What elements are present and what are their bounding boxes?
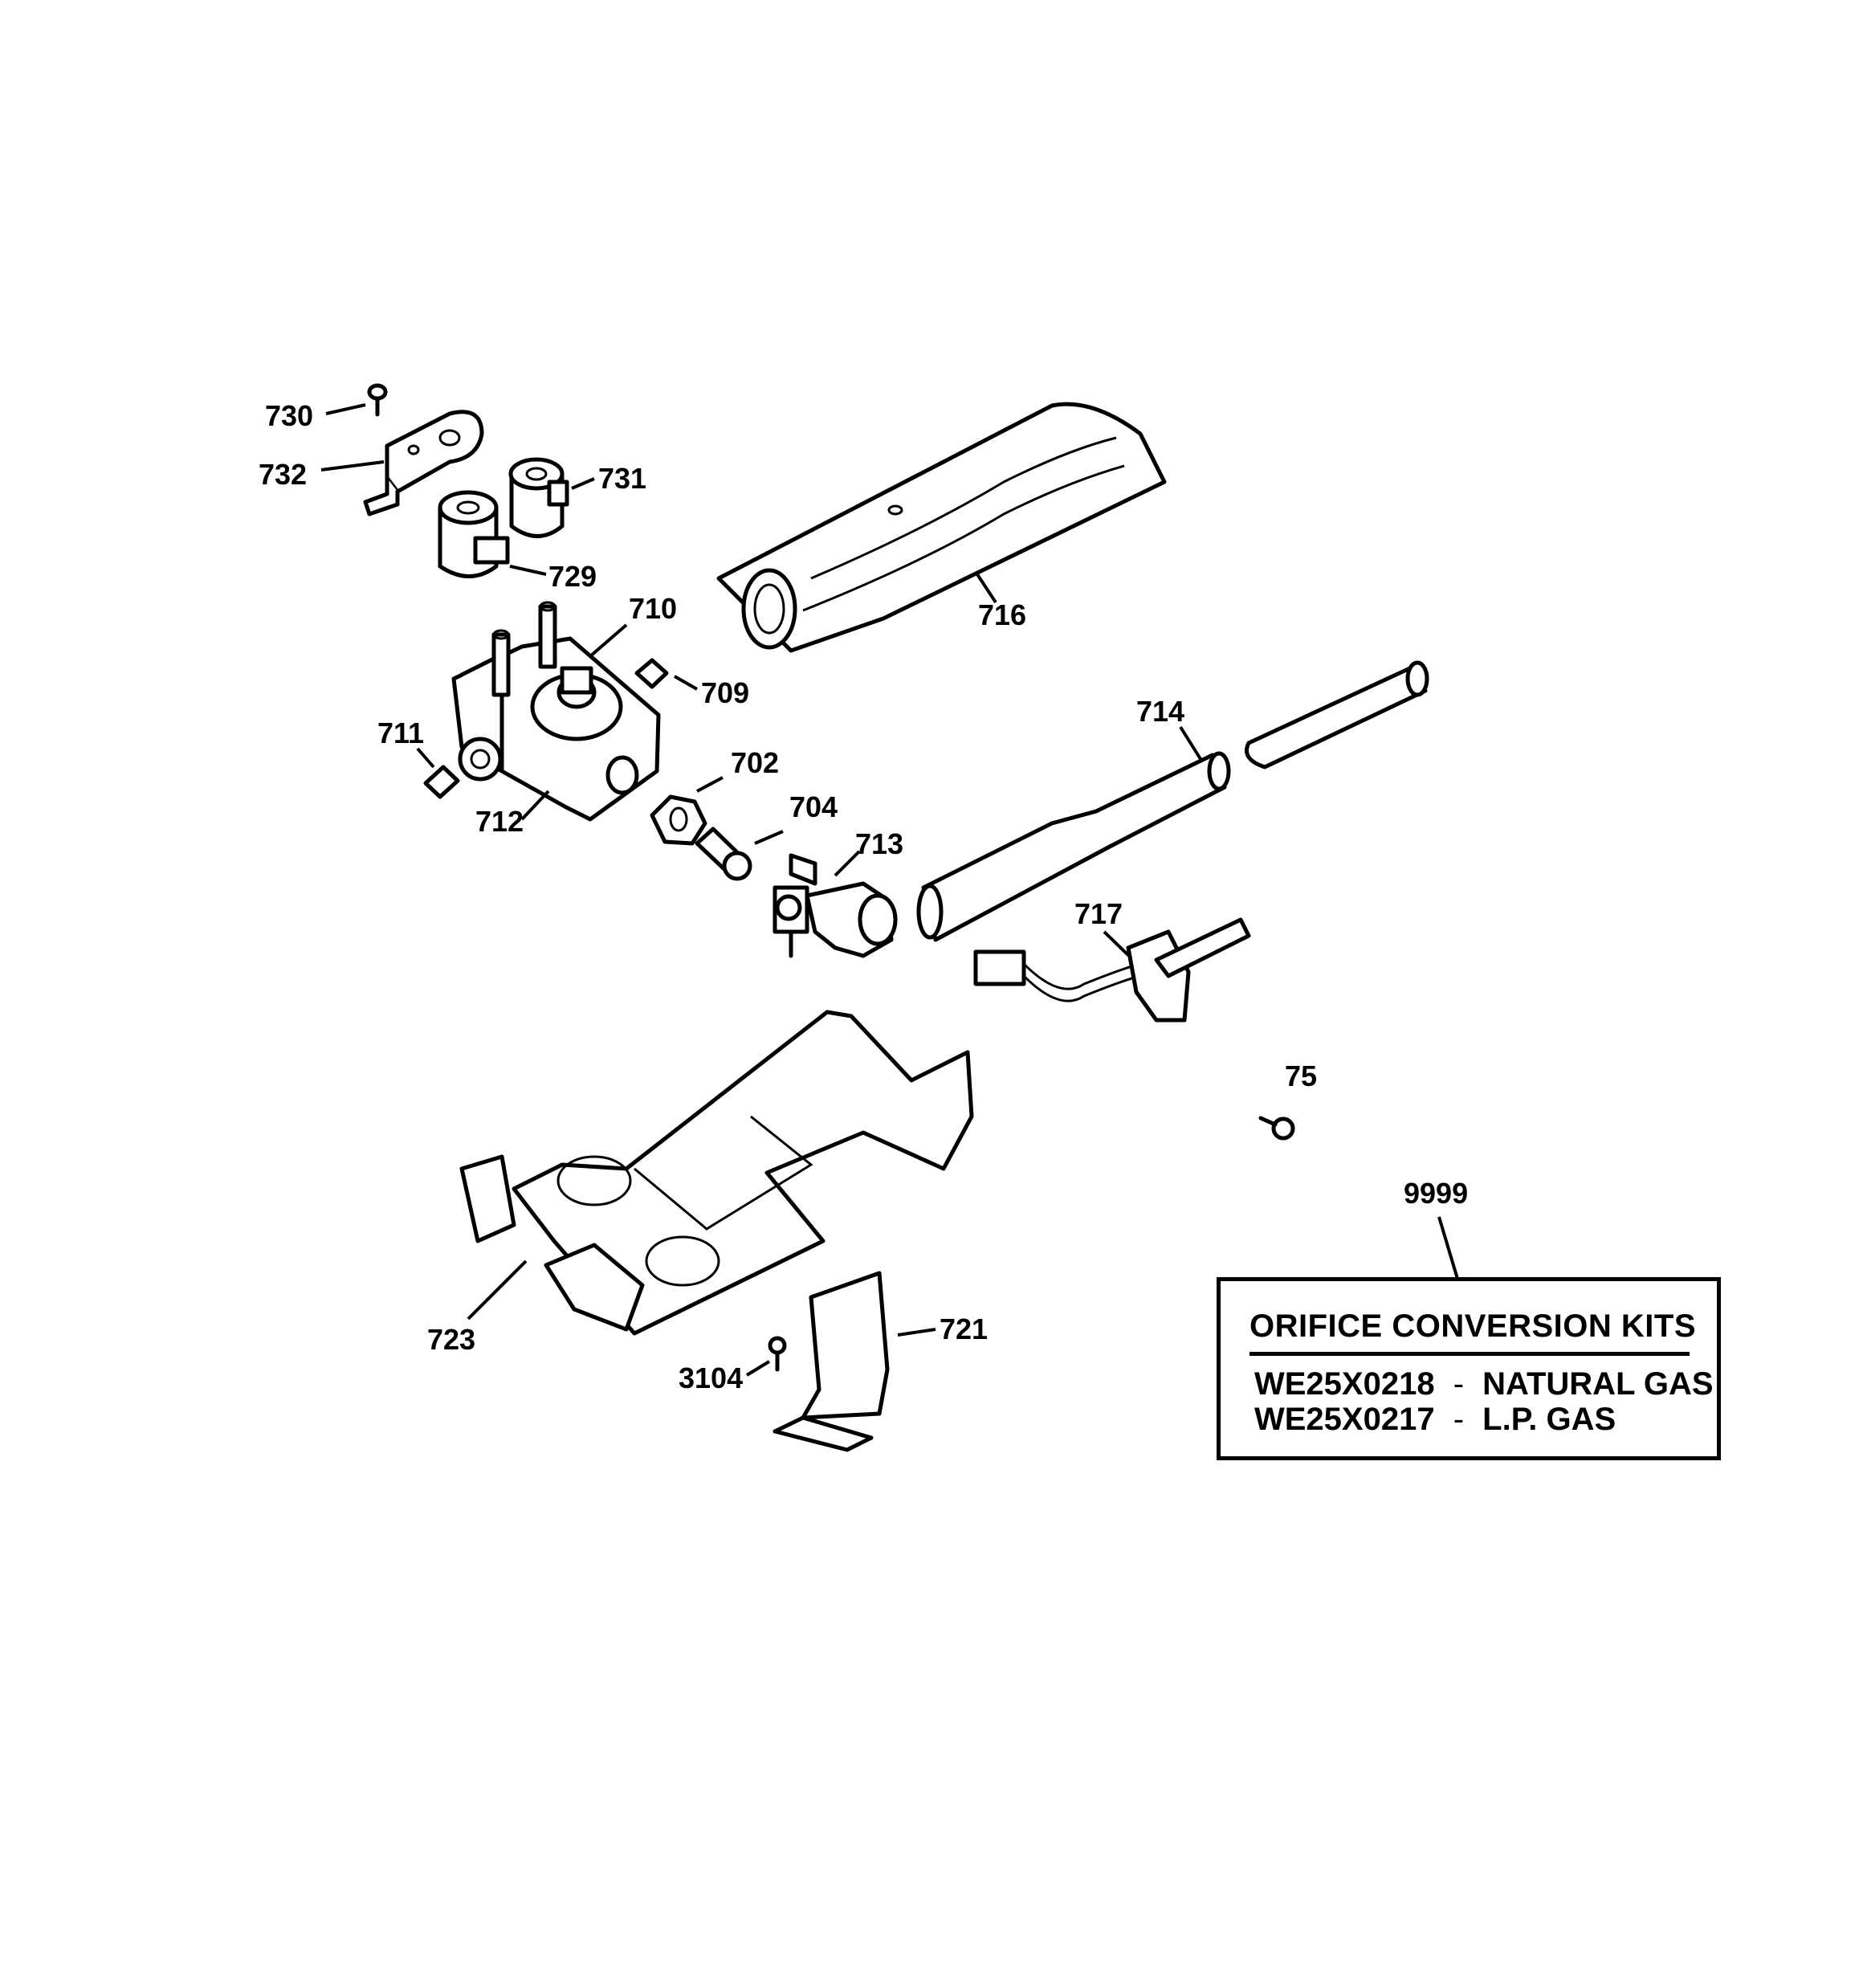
- leader-732: [320, 460, 385, 471]
- part-730-screw: [367, 383, 388, 417]
- part-716-burner: [716, 402, 1167, 653]
- kit-box-title: ORIFICE CONVERSION KITS: [1249, 1308, 1696, 1344]
- label-75: 75: [1285, 1059, 1317, 1092]
- label-710: 710: [629, 592, 677, 625]
- part-721-plate: [773, 1271, 890, 1452]
- label-9999: 9999: [1404, 1177, 1468, 1210]
- leader-730: [325, 403, 366, 415]
- part-732-bracket: [363, 410, 484, 516]
- leader-713: [834, 850, 861, 877]
- label-713: 713: [855, 827, 903, 860]
- label-731: 731: [598, 462, 646, 495]
- part-712-valve: [451, 601, 661, 822]
- part-713-shutoff-valve: [773, 853, 898, 958]
- kit-box-underline: [1249, 1352, 1690, 1356]
- leader-723: [467, 1259, 528, 1321]
- leader-731: [571, 477, 595, 490]
- kit-part-number: WE25X0217: [1254, 1402, 1435, 1437]
- label-714: 714: [1136, 695, 1184, 728]
- leader-721: [897, 1328, 936, 1337]
- kit-row-natural-gas: WE25X0218 - NATURAL GAS: [1254, 1366, 1714, 1402]
- part-75-screw: [1258, 1116, 1295, 1141]
- kit-description: L.P. GAS: [1482, 1402, 1616, 1437]
- kit-part-number: WE25X0218: [1254, 1366, 1435, 1402]
- part-711-plug: [423, 765, 460, 799]
- kit-row-lp-gas: WE25X0217 - L.P. GAS: [1254, 1402, 1616, 1438]
- part-717-igniter: [973, 917, 1251, 1023]
- leader-717: [1103, 930, 1132, 959]
- label-702: 702: [731, 746, 779, 779]
- part-714-pipe: [916, 660, 1429, 942]
- leader-3104: [745, 1360, 771, 1377]
- label-732: 732: [259, 458, 307, 491]
- label-716: 716: [978, 598, 1026, 631]
- label-712: 712: [475, 805, 524, 838]
- orifice-conversion-kits-box: ORIFICE CONVERSION KITS WE25X0218 - NATU…: [1217, 1277, 1721, 1460]
- label-729: 729: [548, 560, 597, 593]
- label-721: 721: [940, 1312, 988, 1345]
- part-731-coil: [508, 457, 569, 538]
- part-702-nut: [650, 794, 707, 846]
- label-704: 704: [789, 790, 838, 823]
- leader-716: [974, 570, 997, 604]
- kit-separator: -: [1453, 1402, 1465, 1437]
- leader-704: [754, 830, 784, 845]
- leader-709: [674, 675, 698, 691]
- label-717: 717: [1074, 897, 1123, 930]
- leader-9999: [1437, 1216, 1459, 1280]
- leader-729: [509, 565, 547, 576]
- part-723-bracket: [459, 1010, 974, 1336]
- kit-separator: -: [1453, 1366, 1465, 1402]
- part-729-coil: [438, 490, 510, 578]
- part-704-orifice: [695, 827, 752, 881]
- label-711: 711: [377, 716, 424, 749]
- part-3104-screw: [768, 1336, 787, 1372]
- leader-711: [416, 747, 435, 769]
- part-709-fitting: [634, 658, 669, 689]
- label-709: 709: [701, 676, 749, 709]
- label-723: 723: [427, 1323, 475, 1356]
- label-730: 730: [265, 399, 313, 432]
- leader-712: [520, 790, 550, 821]
- leader-714: [1179, 725, 1202, 761]
- kit-description: NATURAL GAS: [1482, 1366, 1714, 1402]
- label-3104: 3104: [679, 1361, 743, 1394]
- leader-702: [696, 776, 724, 793]
